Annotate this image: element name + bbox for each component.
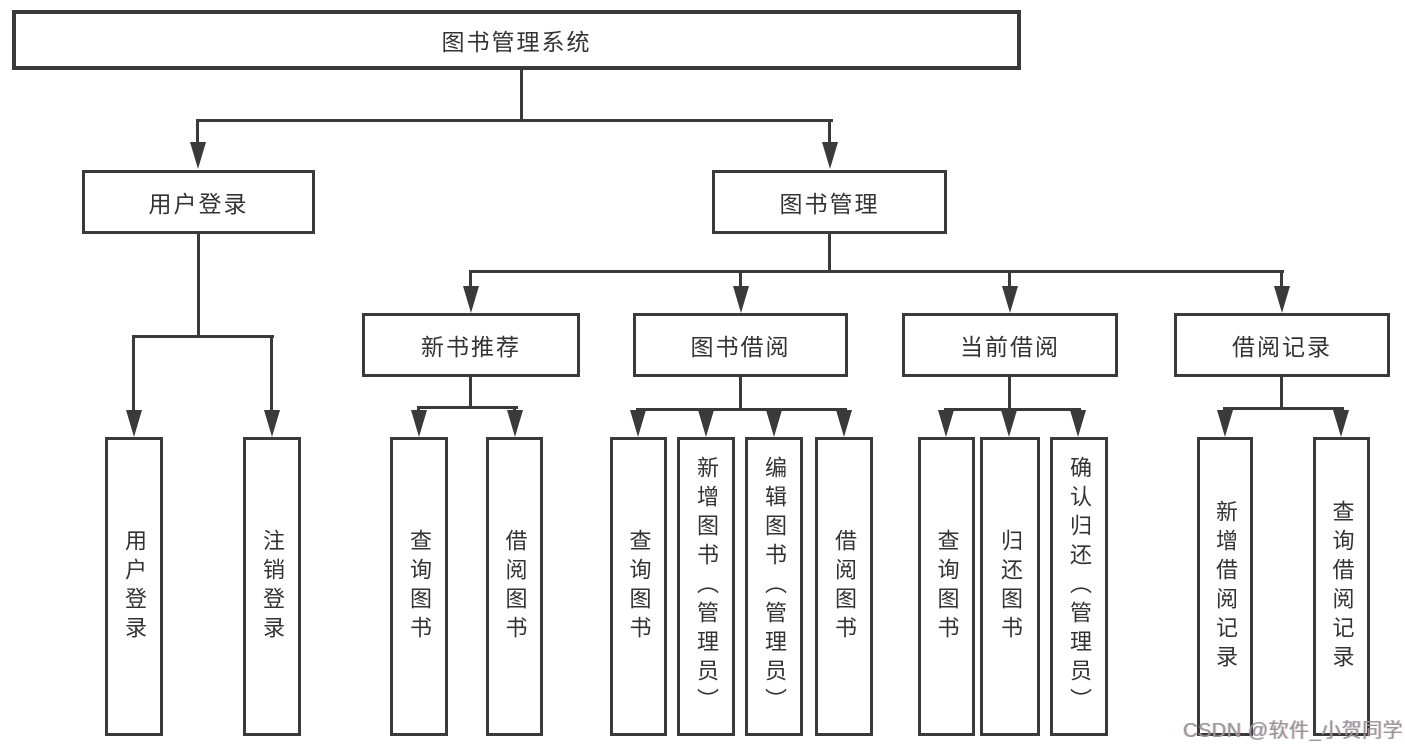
connector-l3-stem [828, 234, 831, 270]
leaf-bb-edit-books-label: 编辑图书（管理员） [762, 456, 787, 717]
connector-l3-hline [469, 270, 1284, 273]
connector-g3-stem [739, 377, 742, 408]
connector-user-login-drop [196, 122, 199, 142]
leaf-bb-borrow-books-label: 借阅图书 [832, 528, 857, 645]
leaf-rec-query-books-label: 查询图书 [407, 528, 432, 645]
leaf-bb-borrow-books: 借阅图书 [815, 437, 873, 736]
leaf-br-query-record: 查询借阅记录 [1313, 437, 1370, 736]
arrowhead-g3-3 [766, 410, 782, 437]
node-borrow-record-label: 借阅记录 [1232, 334, 1332, 360]
node-current-borrow: 当前借阅 [902, 313, 1118, 377]
arrowhead-g5-1 [1217, 410, 1233, 437]
connector-g1-drop-1 [132, 338, 135, 410]
leaf-br-add-record-label: 新增借阅记录 [1213, 499, 1238, 674]
leaf-logout: 注销登录 [243, 437, 301, 736]
node-user-login: 用户登录 [82, 170, 315, 234]
leaf-rec-borrow-books-label: 借阅图书 [502, 528, 528, 645]
leaf-bb-query-books-label: 查询图书 [626, 528, 652, 645]
leaf-cb-confirm-return-label: 确认归还（管理员） [1067, 456, 1092, 717]
connector-g3-hline [636, 408, 847, 411]
arrowhead-g4-2 [1001, 410, 1017, 437]
connector-g4-hline [944, 408, 1081, 411]
node-current-borrow-label: 当前借阅 [960, 334, 1060, 360]
node-user-login-label: 用户登录 [148, 191, 249, 217]
arrowhead-l3-4 [1274, 286, 1290, 313]
arrowhead-g3-1 [630, 410, 646, 437]
node-root: 图书管理系统 [12, 10, 1021, 70]
leaf-cb-return-books-label: 归还图书 [998, 528, 1023, 645]
arrowhead-g4-3 [1070, 410, 1086, 437]
leaf-cb-return-books: 归还图书 [980, 437, 1040, 736]
arrowhead-book-mgmt [822, 142, 838, 169]
leaf-bb-add-books-label: 新增图书（管理员） [694, 456, 719, 717]
connector-book-mgmt-drop [828, 122, 831, 142]
node-book-borrow: 图书借阅 [633, 313, 848, 377]
leaf-user-login: 用户登录 [105, 437, 163, 736]
arrowhead-l3-2 [733, 286, 749, 313]
node-book-mgmt: 图书管理 [712, 170, 947, 234]
connector-l3-drop-2 [739, 273, 742, 286]
arrowhead-g1-1 [126, 410, 142, 437]
leaf-cb-confirm-return: 确认归还（管理员） [1050, 437, 1108, 736]
connector-g1-stem [197, 234, 200, 335]
leaf-rec-query-books: 查询图书 [390, 437, 448, 736]
arrowhead-g4-1 [938, 410, 954, 437]
arrowhead-g2-1 [411, 410, 427, 437]
connector-g1-drop-2 [270, 338, 273, 410]
leaf-logout-label: 注销登录 [260, 528, 285, 645]
connector-l3-drop-1 [469, 273, 472, 286]
connector-l3-drop-3 [1008, 273, 1011, 286]
arrowhead-g2-2 [507, 410, 523, 437]
connector-g5-stem [1280, 377, 1283, 407]
node-book-borrow-label: 图书借阅 [690, 334, 791, 360]
connector-g5-hline [1223, 407, 1344, 410]
csdn-watermark: CSDN @软件_小贺同学 [1183, 720, 1404, 742]
arrowhead-l3-3 [1002, 286, 1018, 313]
arrowhead-l3-1 [463, 286, 479, 313]
arrowhead-user-login [190, 142, 206, 169]
leaf-br-query-record-label: 查询借阅记录 [1329, 499, 1355, 674]
connector-l3-drop-4 [1280, 273, 1283, 286]
leaf-bb-add-books: 新增图书（管理员） [677, 437, 735, 736]
leaf-bb-edit-books: 编辑图书（管理员） [745, 437, 803, 736]
node-new-book-rec: 新书推荐 [362, 313, 580, 377]
leaf-br-add-record: 新增借阅记录 [1197, 437, 1253, 736]
leaf-rec-borrow-books: 借阅图书 [486, 437, 543, 736]
connector-g2-hline [417, 406, 518, 409]
node-book-mgmt-label: 图书管理 [779, 191, 880, 217]
node-borrow-record: 借阅记录 [1174, 313, 1390, 377]
connector-root-hline [196, 119, 833, 122]
connector-root-stem [520, 70, 523, 119]
connector-g2-stem [469, 377, 472, 406]
leaf-bb-query-books: 查询图书 [610, 437, 667, 736]
node-new-book-rec-label: 新书推荐 [421, 334, 521, 360]
arrowhead-g5-2 [1333, 410, 1349, 437]
connector-g1-hline [132, 335, 274, 338]
leaf-cb-query-books-label: 查询图书 [934, 528, 960, 645]
arrowhead-g1-2 [264, 410, 280, 437]
node-root-label: 图书管理系统 [441, 29, 592, 55]
leaf-user-login-label: 用户登录 [122, 528, 147, 645]
arrowhead-g3-4 [836, 410, 852, 437]
arrowhead-g3-2 [698, 410, 714, 437]
connector-g4-stem [1008, 377, 1011, 408]
leaf-cb-query-books: 查询图书 [918, 437, 975, 736]
